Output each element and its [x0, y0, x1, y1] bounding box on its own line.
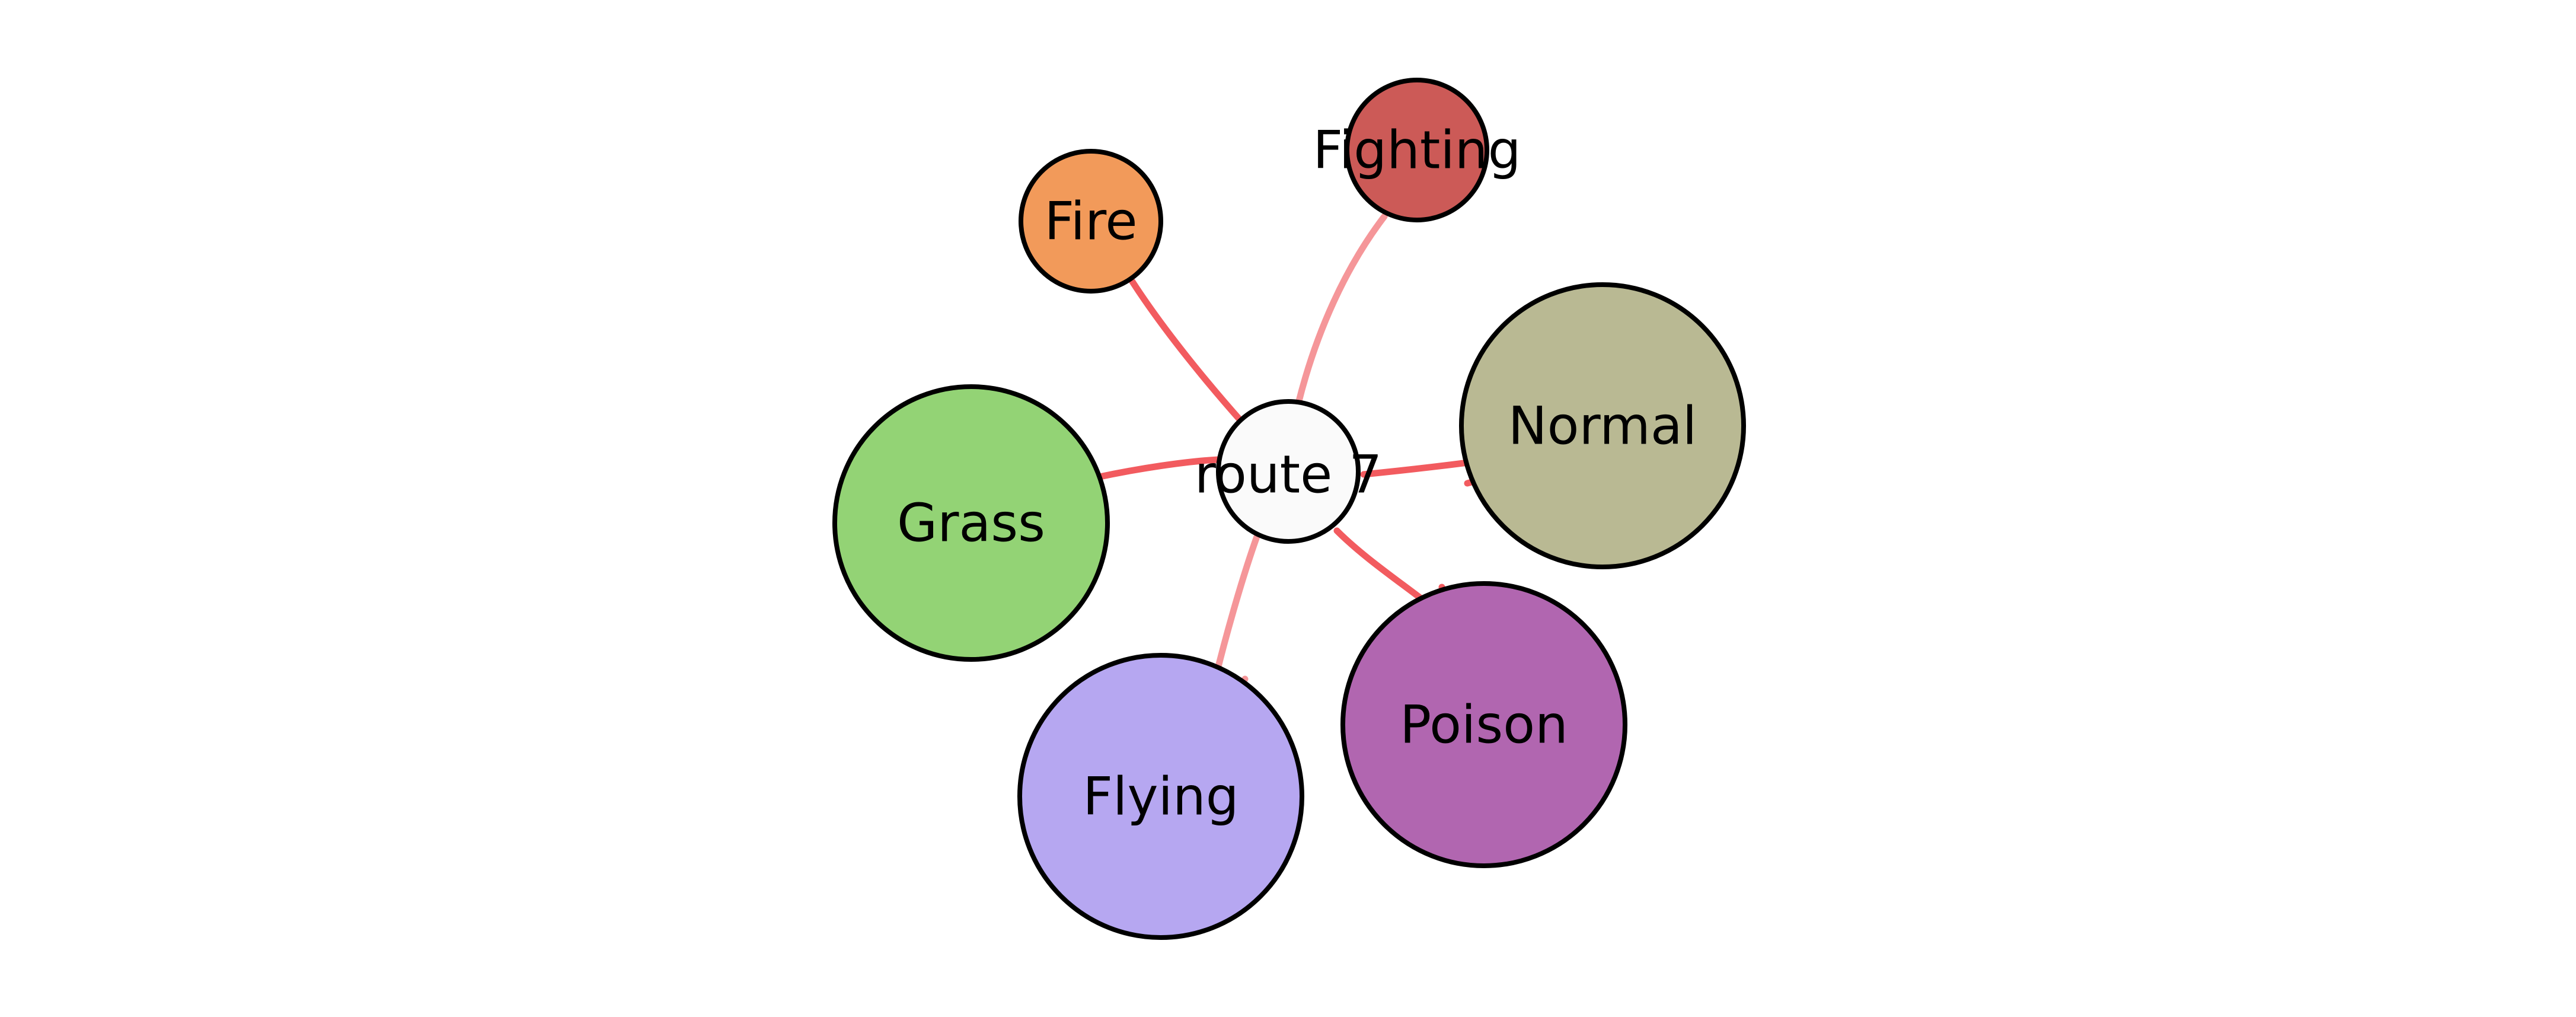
node-flying[interactable]: Flying [1017, 653, 1304, 940]
node-poison[interactable]: Poison [1340, 581, 1627, 868]
node-label-flying: Flying [1083, 766, 1238, 827]
node-label-fire: Fire [1044, 191, 1137, 252]
node-label-route-7: route 7 [1195, 444, 1382, 505]
node-route-7[interactable]: route 7 [1195, 399, 1382, 544]
node-label-normal: Normal [1508, 396, 1697, 457]
node-fighting[interactable]: Fighting [1313, 78, 1521, 222]
center-circle [1216, 399, 1361, 544]
node-grass[interactable]: Grass [832, 384, 1110, 662]
edge-route7-fighting [1295, 213, 1388, 407]
node-label-fighting: Fighting [1313, 120, 1521, 181]
node-label-poison: Poison [1400, 694, 1568, 755]
node-normal[interactable]: Normal [1459, 282, 1746, 569]
edge-route7-fire [1129, 278, 1246, 426]
node-fire[interactable]: Fire [1019, 149, 1163, 294]
node-label-grass: Grass [897, 493, 1045, 554]
